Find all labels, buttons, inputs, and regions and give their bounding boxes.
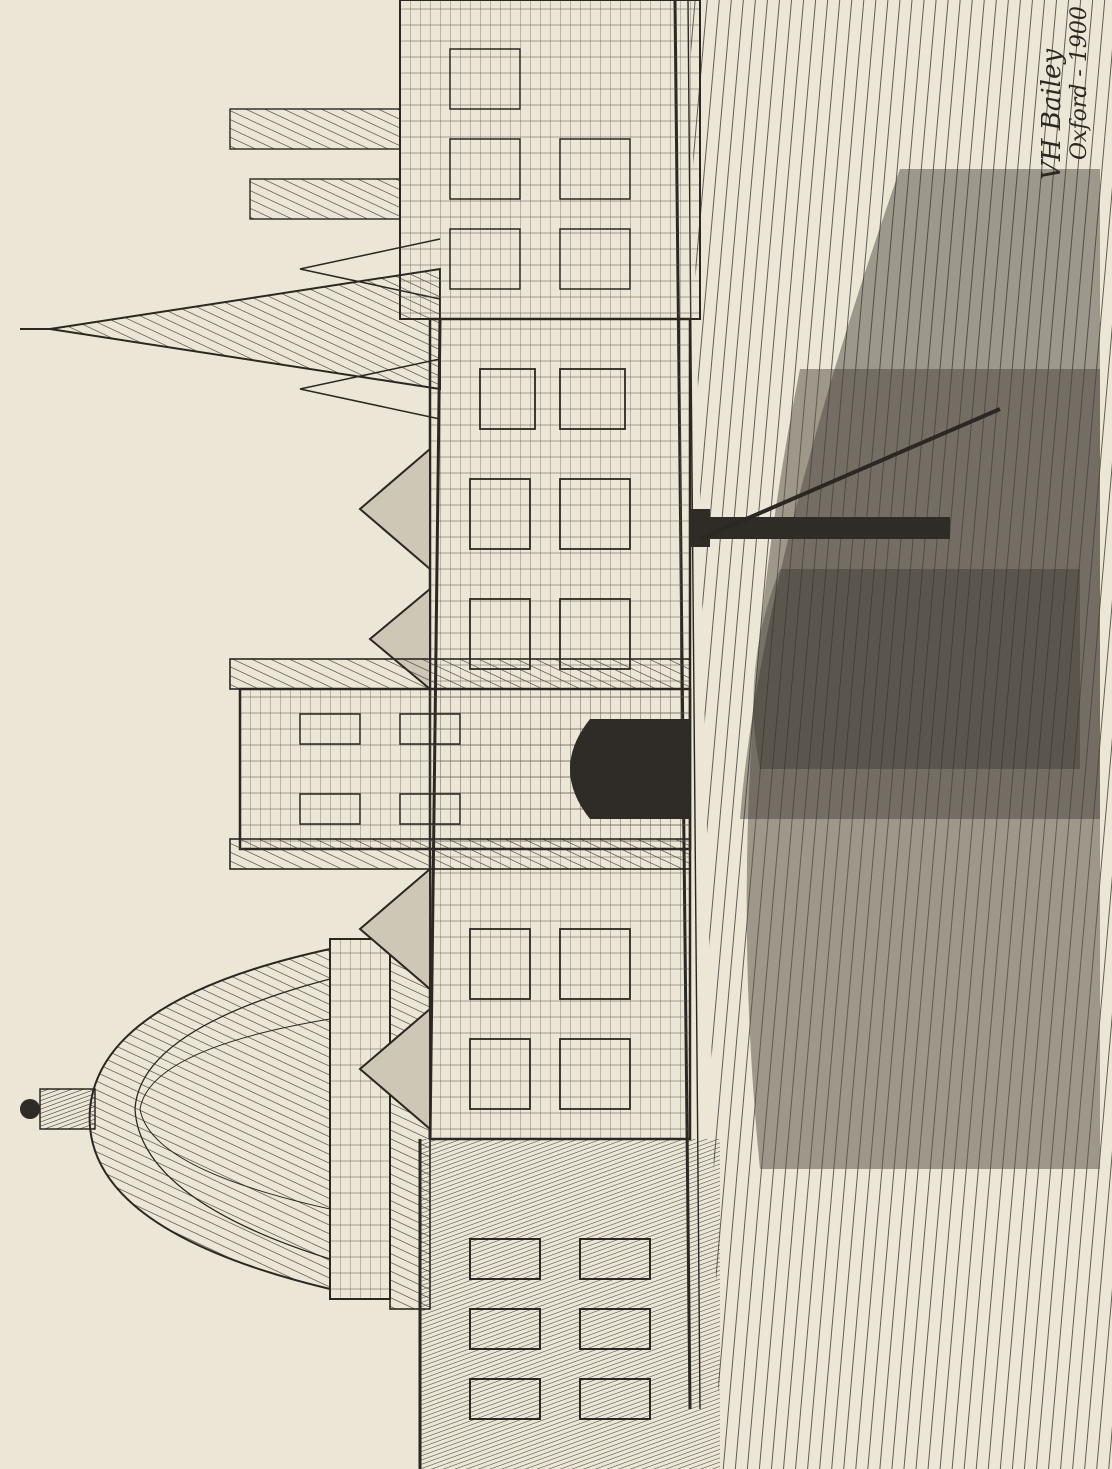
left-buildings — [420, 1139, 720, 1469]
artist-signature: VH Bailey Oxford - 1900 — [1037, 6, 1092, 180]
gateway — [570, 719, 690, 819]
svg-text:VH Bailey: VH Bailey — [1037, 49, 1067, 180]
church-spire — [20, 238, 441, 420]
svg-text:Oxford - 1900: Oxford - 1900 — [1067, 6, 1092, 160]
distant-buildings — [229, 0, 701, 320]
dome — [20, 928, 431, 1310]
lamp-post — [690, 407, 1001, 547]
college-facade — [229, 317, 692, 1141]
